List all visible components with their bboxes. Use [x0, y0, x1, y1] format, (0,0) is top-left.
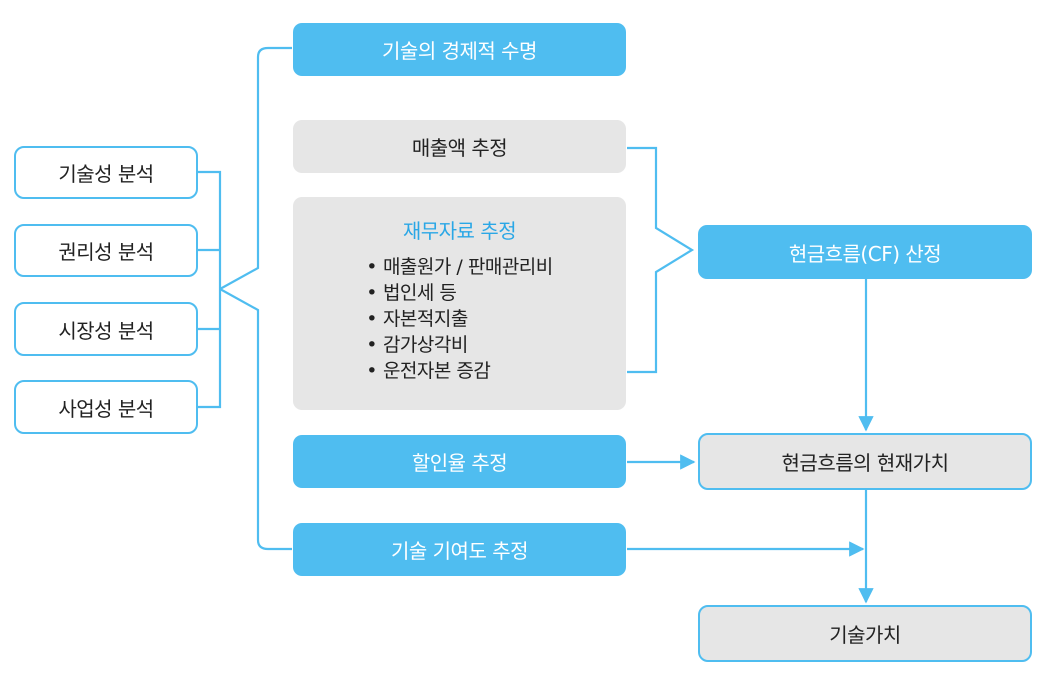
financial-items-list: 매출원가 / 판매관리비 법인세 등 자본적지출 감가상각비 운전자본 증감 — [366, 254, 553, 384]
present-value-label: 현금흐름의 현재가치 — [781, 451, 949, 475]
business-analysis-label: 사업성 분석 — [58, 396, 154, 421]
list-item: 매출원가 / 판매관리비 — [366, 254, 553, 280]
sales-estimate-label: 매출액 추정 — [411, 136, 508, 160]
analysis-bracket — [198, 170, 222, 409]
sales-estimate-box: 매출액 추정 — [293, 120, 626, 173]
discount-rate-box: 할인율 추정 — [293, 435, 626, 488]
contribution-connector — [219, 288, 292, 551]
market-analysis-label: 시장성 분석 — [58, 318, 154, 343]
economic-life-label: 기술의 경제적 수명 — [382, 39, 537, 63]
technology-analysis-box: 기술성 분석 — [14, 146, 198, 199]
tech-contribution-label: 기술 기여도 추정 — [390, 539, 529, 563]
rights-analysis-label: 권리성 분석 — [58, 240, 154, 264]
rights-analysis-box: 권리성 분석 — [14, 224, 198, 277]
technology-value-label: 기술가치 — [829, 623, 901, 647]
cashflow-calc-box: 현금흐름(CF) 산정 — [698, 225, 1032, 279]
list-item: 법인세 등 — [366, 280, 553, 306]
financial-estimate-box: 재무자료 추정 매출원가 / 판매관리비 법인세 등 자본적지출 감가상각비 운… — [293, 197, 626, 410]
economic-life-box: 기술의 경제적 수명 — [293, 23, 626, 76]
economic-life-connector — [219, 46, 292, 290]
technology-analysis-label: 기술성 분석 — [58, 162, 154, 186]
financial-estimate-title: 재무자료 추정 — [402, 219, 517, 243]
cashflow-bracket — [627, 146, 695, 374]
cashflow-calc-label: 현금흐름(CF) 산정 — [788, 241, 942, 266]
list-item: 감가상각비 — [366, 332, 553, 358]
discount-rate-label: 할인율 추정 — [411, 451, 508, 475]
technology-value-box: 기술가치 — [698, 605, 1032, 662]
list-item: 자본적지출 — [366, 306, 553, 332]
tech-contribution-box: 기술 기여도 추정 — [293, 523, 626, 576]
list-item: 운전자본 증감 — [366, 358, 553, 384]
business-analysis-box: 사업성 분석 — [14, 380, 198, 434]
present-value-box: 현금흐름의 현재가치 — [698, 433, 1032, 490]
market-analysis-box: 시장성 분석 — [14, 302, 198, 356]
